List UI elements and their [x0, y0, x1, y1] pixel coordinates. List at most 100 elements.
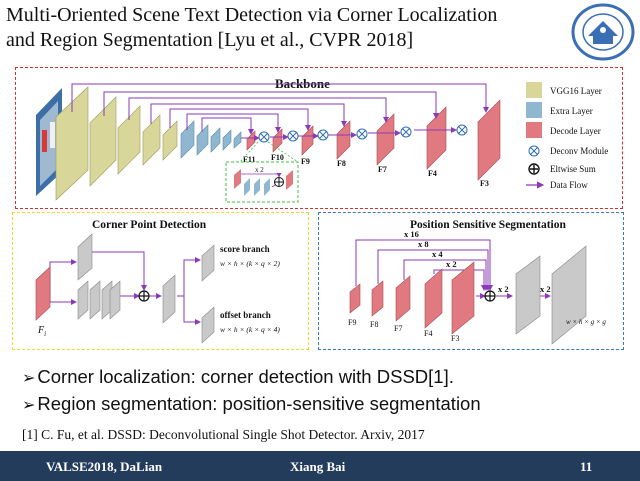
backbone-label-f9: F9 [301, 157, 310, 166]
backbone-label-f7: F7 [378, 165, 387, 174]
score-branch-block [201, 244, 215, 282]
pss-scale-8: x 8 [418, 239, 429, 249]
bullet-arrow-icon: ➢ [22, 397, 36, 414]
legend-flow-label: Data Flow [550, 180, 588, 190]
deconv-module-icon [356, 128, 368, 140]
extra-layer [196, 124, 209, 156]
backbone-legend: VGG16 Layer Extra Layer Decode Layer Dec… [526, 82, 608, 190]
corner-panel-title: Corner Point Detection [92, 219, 207, 231]
backbone-label-f10: F10 [271, 153, 284, 162]
bullet-text: Corner localization: corner detection wi… [37, 366, 454, 387]
backbone-label-f11: F11 [243, 155, 255, 164]
legend-extra-label: Extra Layer [550, 106, 593, 116]
legend-swatch-decode [526, 122, 542, 138]
corner-fi-label: Fi [37, 325, 46, 338]
corner-input-feature [35, 266, 51, 321]
segmentation-panel [318, 212, 624, 350]
footer-venue: VALSE2018, DaLian [46, 459, 163, 474]
vgg16-layers [55, 86, 178, 201]
vgg-layer [117, 105, 141, 175]
offset-branch-label: offset branch [220, 310, 271, 320]
deconv-module-icon [400, 126, 412, 138]
bullet-item: ➢Region segmentation: position-sensitive… [22, 391, 481, 418]
pss-label-f9: F9 [348, 318, 356, 327]
extra-layers [180, 120, 242, 159]
pss-panel-title: Position Sensitive Segmentation [410, 219, 566, 231]
pss-output-map [551, 245, 587, 345]
pss-label-f7: F7 [394, 324, 402, 333]
corner-fi-letter: F [37, 325, 45, 336]
pss-scale-2: x 2 [446, 259, 457, 269]
backbone-label-f8: F8 [337, 159, 346, 168]
legend-eltwise-label: Eltwise Sum [550, 164, 596, 174]
merged-feature [162, 274, 176, 324]
pss-feature-f3 [451, 261, 475, 335]
conv-block [109, 280, 121, 320]
slide-title-line-1: Multi-Oriented Scene Text Detection via … [6, 4, 498, 26]
decode-layer [426, 106, 447, 170]
bullet-item: ➢Corner localization: corner detection w… [22, 364, 481, 391]
footer-page-number: 11 [580, 459, 593, 474]
pss-feature-f4 [424, 268, 443, 329]
conv-block [89, 280, 101, 320]
pss-times-2-b: x 2 [540, 284, 551, 294]
deconv-detail-inset: x 2 [225, 141, 299, 203]
extra-layer [210, 127, 221, 153]
deconv-module-icon [528, 145, 540, 157]
segmentation-diagram: Position Sensitive Segmentation x 16 x 8… [348, 219, 606, 345]
decode-layer [477, 99, 501, 181]
pss-label-f8: F8 [370, 320, 378, 329]
decode-layer [301, 125, 314, 156]
vgg-layer [162, 120, 178, 161]
legend-decode-label: Decode Layer [550, 126, 601, 136]
pss-feature-f7 [395, 275, 411, 322]
legend-swatch-extra [526, 102, 542, 118]
university-logo [571, 3, 635, 61]
vgg-layer [142, 114, 161, 166]
reference-text: [1] C. Fu, et al. DSSD: Deconvolutional … [22, 427, 425, 442]
vgg-layer [89, 96, 117, 187]
pss-label-f4: F4 [424, 329, 432, 338]
conv-block [77, 280, 89, 320]
backbone-label-f3: F3 [480, 179, 489, 188]
legend-vgg-label: VGG16 Layer [550, 86, 602, 96]
footer-author: Xiang Bai [290, 459, 346, 474]
extra-layer [222, 129, 232, 151]
decode-layer [336, 120, 351, 160]
deconv-module-icon [287, 130, 299, 142]
bullet-list: ➢Corner localization: corner detection w… [22, 364, 481, 418]
eltwise-sum-icon [138, 290, 150, 302]
deconv-modules [258, 124, 468, 143]
eltwise-sum-icon [484, 290, 496, 302]
corner-detection-panel [12, 212, 309, 350]
deconv-module-icon [258, 131, 270, 143]
pss-feature-f9 [349, 283, 361, 314]
slide-title-line-2: and Region Segmentation [Lyu et al., CVP… [6, 29, 414, 51]
legend-swatch-vgg [526, 82, 542, 98]
extra-layer [180, 120, 195, 159]
input-image [36, 88, 62, 196]
deconv-module-icon [317, 129, 329, 141]
backbone-panel [15, 67, 623, 209]
eltwise-sum-icon [528, 163, 540, 175]
decode-layer [272, 128, 283, 153]
backbone-label-f4: F4 [428, 169, 437, 178]
skip-connections [71, 83, 489, 141]
inset-times-2: x 2 [255, 166, 264, 174]
pss-upsampled-feature [515, 255, 541, 335]
corner-detection-diagram: Corner Point Detection Fi score branch w… [35, 219, 280, 344]
vgg-layer [55, 86, 89, 201]
score-branch-label: score branch [220, 244, 270, 254]
slide-title: Multi-Oriented Scene Text Detection via … [6, 3, 566, 53]
corner-fi-subscript: i [44, 330, 46, 338]
legend-deconv-label: Deconv Module [550, 146, 608, 156]
pss-output-formula: w × h × g × g [566, 318, 606, 326]
pss-times-2-a: x 2 [498, 284, 509, 294]
eltwise-sum-icon [274, 177, 284, 187]
decode-layers [246, 99, 501, 181]
conv-block [77, 233, 93, 281]
extra-layer [233, 131, 242, 149]
pss-label-f3: F3 [451, 334, 459, 343]
score-branch-formula: w × h × (k × q × 2) [220, 259, 280, 268]
